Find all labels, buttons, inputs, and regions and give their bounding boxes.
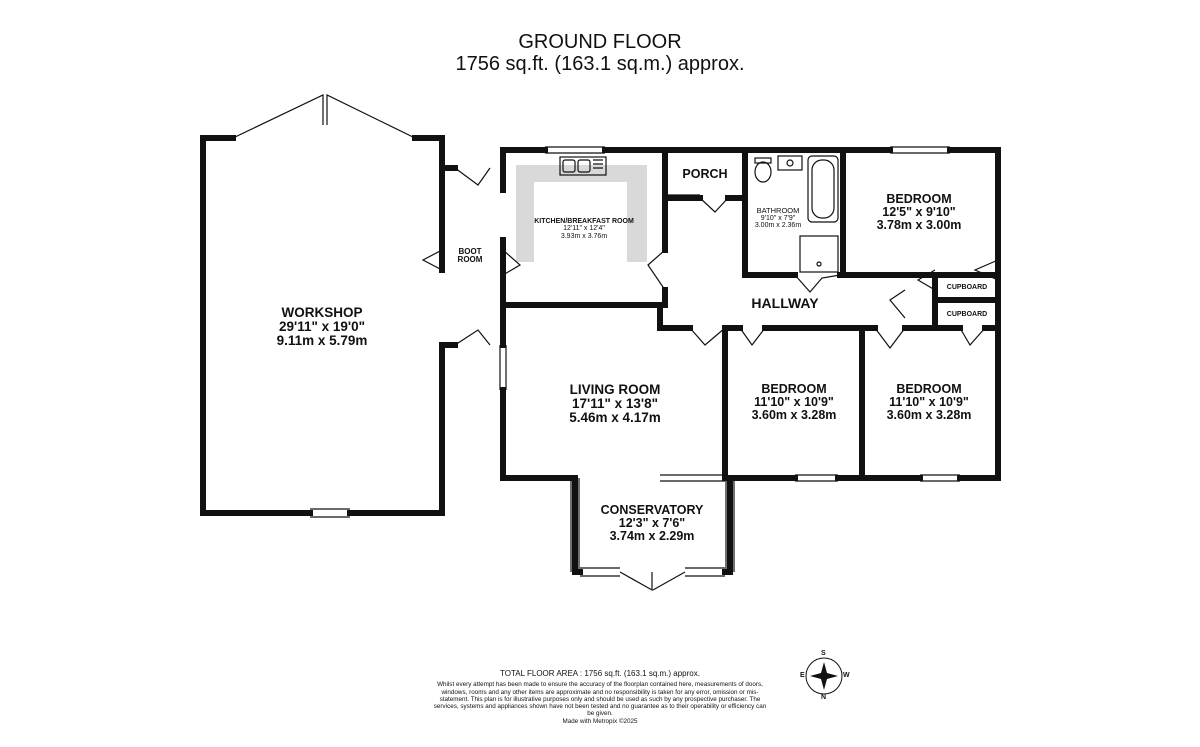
- room-name: PORCH: [682, 167, 728, 181]
- disclaimer: Whilst every attempt has been made to en…: [433, 681, 767, 718]
- compass-north: N: [821, 694, 827, 701]
- room-size-metric: 3.78m x 3.00m: [876, 218, 962, 233]
- room-size-metric: 5.46m x 4.17m: [569, 410, 661, 426]
- room-name: BOOT: [458, 247, 482, 256]
- room-porch: PORCH: [682, 167, 728, 181]
- room-name: HALLWAY: [751, 295, 819, 311]
- room-kitchen: KITCHEN/BREAKFAST ROOM 12'11" x 12'4" 3.…: [534, 218, 634, 240]
- room-name: WORKSHOP: [281, 305, 363, 320]
- room-name: BEDROOM: [761, 382, 827, 396]
- room-size-imperial: 29'11" x 19'0": [278, 319, 366, 335]
- room-cupboard-2: CUPBOARD: [947, 311, 987, 318]
- floor-area: 1756 sq.ft. (163.1 sq.m.) approx.: [455, 53, 745, 75]
- room-size-imperial: 12'11" x 12'4": [563, 225, 605, 233]
- room-name: LIVING ROOM: [569, 382, 661, 397]
- kitchen-units: [516, 165, 647, 262]
- room-bedroom-1: BEDROOM 12'5" x 9'10" 3.78m x 3.00m: [876, 192, 962, 233]
- compass-east: E: [800, 672, 805, 679]
- room-size-metric: 3.60m x 3.28m: [886, 408, 972, 423]
- thin-lines: [232, 94, 999, 592]
- room-size-imperial: 12'5" x 9'10": [882, 205, 956, 220]
- room-name: CONSERVATORY: [600, 503, 704, 517]
- room-name: KITCHEN/BREAKFAST ROOM: [534, 218, 634, 225]
- room-size-imperial: 9'10" x 7'9": [760, 214, 796, 222]
- room-name: CUPBOARD: [946, 284, 988, 291]
- credit: Made with Metropix ©2025: [562, 717, 638, 725]
- room-living-room: LIVING ROOM 17'11" x 13'8" 5.46m x 4.17m: [569, 382, 661, 426]
- room-workshop: WORKSHOP 29'11" x 19'0" 9.11m x 5.79m: [276, 305, 368, 349]
- floor-title: GROUND FLOOR: [518, 31, 682, 53]
- total-floor-area: TOTAL FLOOR AREA : 1756 sq.ft. (163.1 sq…: [500, 669, 700, 678]
- room-bedroom-3: BEDROOM 11'10" x 10'9" 3.60m x 3.28m: [886, 382, 972, 423]
- room-size-metric: 3.60m x 3.28m: [751, 408, 837, 423]
- room-hallway: HALLWAY: [751, 296, 818, 311]
- room-name: BATHROOM: [756, 206, 800, 215]
- room-size-metric: 3.93m x 3.76m: [560, 232, 608, 240]
- footer: TOTAL FLOOR AREA : 1756 sq.ft. (163.1 sq…: [430, 669, 770, 725]
- room-size-metric: 9.11m x 5.79m: [276, 333, 368, 349]
- room-conservatory: CONSERVATORY 12'3" x 7'6" 3.74m x 2.29m: [600, 503, 704, 544]
- room-name: BEDROOM: [896, 382, 962, 396]
- compass-icon: [805, 657, 843, 695]
- room-size-imperial: 11'10" x 10'9": [889, 395, 969, 410]
- compass-west: W: [843, 672, 850, 679]
- room-bathroom: BATHROOM 9'10" x 7'9" 3.00m x 2.36m: [755, 207, 801, 230]
- room-name: BEDROOM: [886, 192, 952, 206]
- compass-south: S: [821, 650, 826, 657]
- room-size-imperial: 17'11" x 13'8": [571, 396, 659, 412]
- room-name: CUPBOARD: [946, 311, 988, 318]
- room-size-imperial: 11'10" x 10'9": [754, 395, 834, 410]
- room-size-imperial: 12'3" x 7'6": [618, 516, 686, 531]
- room-bedroom-2: BEDROOM 11'10" x 10'9" 3.60m x 3.28m: [751, 382, 837, 423]
- walls: [200, 135, 1001, 575]
- room-name: ROOM: [457, 255, 483, 265]
- room-boot-room: BOOT ROOM: [457, 247, 483, 265]
- room-size-metric: 3.74m x 2.29m: [609, 529, 695, 544]
- room-size-metric: 3.00m x 2.36m: [754, 222, 802, 230]
- room-cupboard-1: CUPBOARD: [947, 284, 987, 291]
